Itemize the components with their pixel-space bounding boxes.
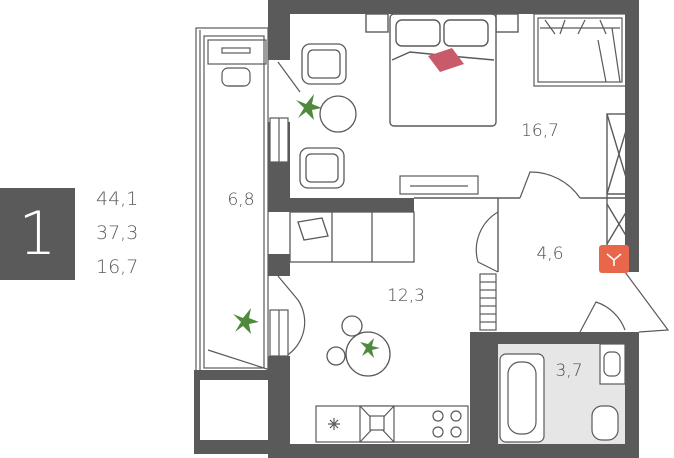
hall-area-label: 4,6 [536, 244, 563, 264]
armchair-icon [299, 43, 357, 189]
living-kitchen-area-label: 12,3 [387, 286, 425, 306]
living-area: 37,3 [96, 222, 139, 244]
bedroom-area-label: 16,7 [521, 121, 559, 141]
tv-stand-icon [399, 175, 479, 195]
partitions [414, 113, 632, 272]
pillow-icon [428, 48, 464, 72]
room-count: 1 [18, 199, 57, 269]
radiator-icon [479, 273, 497, 331]
kitchen-counter-icon [315, 405, 469, 443]
bathroom-area-label: 3,7 [555, 361, 582, 381]
balcony-area-label: 6,8 [227, 190, 254, 210]
sofa-icon [289, 211, 415, 263]
balcony-desk [207, 39, 267, 87]
plant-icon [360, 338, 380, 358]
room-count-badge [0, 188, 75, 280]
plant-icon [296, 94, 322, 120]
bedroom-area-summary: 16,7 [96, 256, 139, 278]
windows [269, 117, 289, 357]
plant-icon [233, 308, 259, 334]
total-area: 44,1 [96, 188, 139, 210]
doors [207, 61, 670, 371]
bathroom-fixtures [499, 343, 626, 443]
dining-table-icon [326, 315, 391, 377]
boiler-icon [599, 245, 629, 273]
walls [194, 0, 639, 458]
wardrobe-icon [533, 13, 627, 87]
